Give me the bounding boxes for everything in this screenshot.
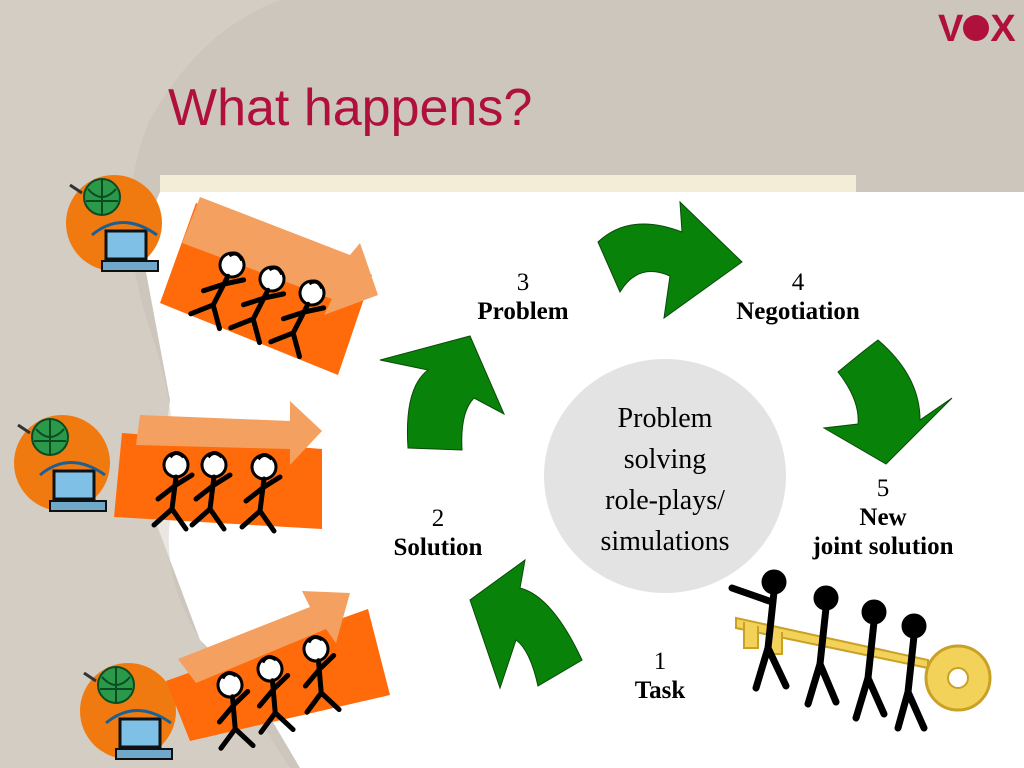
cycle-arrow-icon <box>597 200 743 320</box>
team-carrying-arrow-icon <box>166 591 390 752</box>
center-line: Problem <box>617 403 713 434</box>
team-carrying-key-icon <box>728 569 992 732</box>
step-problem: 3 Problem <box>462 268 584 326</box>
team-carrying-arrow-icon <box>160 197 378 375</box>
center-text: Problem solving role-plays/ simulations <box>560 398 770 562</box>
step-new-joint-solution: 5 New joint solution <box>792 474 974 561</box>
step-task: 1 Task <box>610 647 710 705</box>
step-label: Problem <box>477 298 569 325</box>
center-line: simulations <box>600 526 730 557</box>
step-number: 2 <box>431 505 445 532</box>
center-line: solving <box>623 444 707 475</box>
slide-title: What happens? <box>168 79 533 137</box>
center-circle <box>544 359 786 593</box>
cycle-arrow-icon <box>822 339 953 465</box>
cycle-arrow-icon <box>469 558 583 690</box>
center-line: role-plays/ <box>605 485 725 516</box>
step-label: New <box>859 504 907 531</box>
step-solution: 2 Solution <box>378 504 498 562</box>
step-number: 4 <box>791 269 805 296</box>
step-label: Solution <box>393 534 483 561</box>
step-number: 5 <box>876 475 890 502</box>
step-label: Negotiation <box>736 298 860 325</box>
step-label: joint solution <box>812 533 954 560</box>
step-label: Task <box>634 677 686 704</box>
step-negotiation: 4 Negotiation <box>718 268 878 326</box>
step-number: 1 <box>653 648 667 675</box>
cycle-arrow-icon <box>379 335 506 451</box>
team-carrying-arrow-icon <box>114 401 322 531</box>
left-illustrations <box>12 175 390 761</box>
step-number: 3 <box>516 269 530 296</box>
